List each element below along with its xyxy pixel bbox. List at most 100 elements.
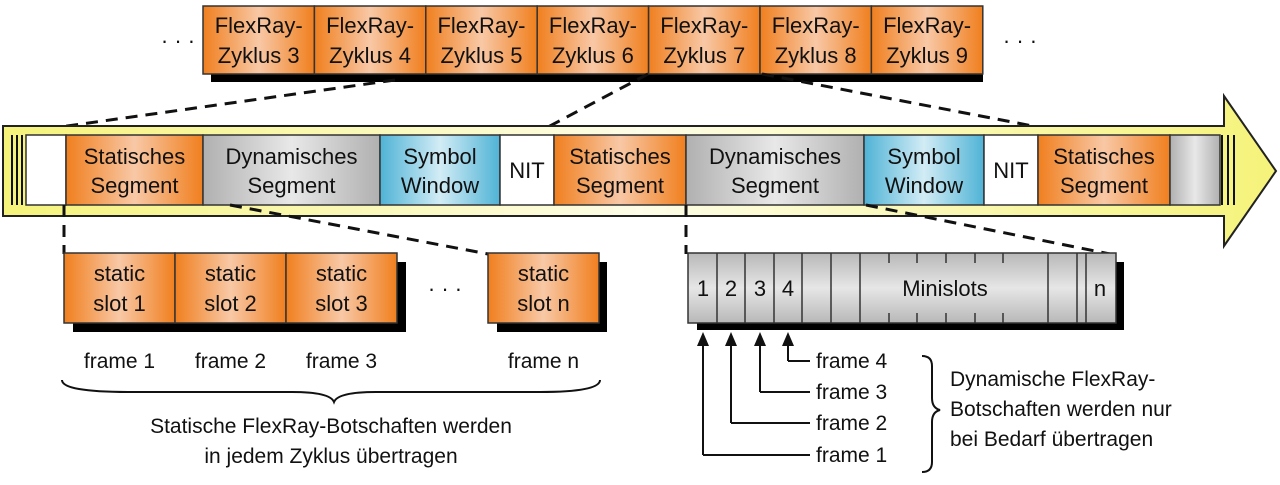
cycle-label-line2: Zyklus 6 xyxy=(552,43,634,68)
static-frame-label: frame n xyxy=(508,350,579,373)
dynamic-caption-line1: Dynamische FlexRay- xyxy=(950,368,1155,391)
dynamic-frame-label: frame 3 xyxy=(816,381,887,404)
cycle-label-line2: Zyklus 3 xyxy=(218,43,300,68)
static-caption-line2: in jedem Zyklus übertragen xyxy=(204,445,457,468)
minislot-number: 4 xyxy=(782,276,794,301)
static-frame-label: frame 2 xyxy=(195,350,266,373)
cycle-box: FlexRay- Zyklus 6 xyxy=(536,5,650,75)
dynamic-caption-line2: Botschaften werden nur xyxy=(950,398,1172,421)
segment-dynamic xyxy=(1169,134,1221,206)
segment-label-line1: Dynamisches xyxy=(709,144,841,169)
minislots-label: Minislots xyxy=(902,276,988,301)
segment-bg xyxy=(499,134,555,206)
cycle-box-bg xyxy=(870,5,984,75)
minislot-number: 2 xyxy=(725,276,737,301)
zoom-lines-segments xyxy=(62,203,1111,256)
segment-bg xyxy=(202,134,381,206)
cycle-label-line2: Zyklus 7 xyxy=(663,43,745,68)
cycle-box-bg xyxy=(759,5,873,75)
cycle-box: FlexRay-Zyklus 8 xyxy=(759,5,873,75)
segment-label-line2: Window xyxy=(401,173,479,198)
static-slot-bg xyxy=(174,252,287,324)
right-hatch-lines xyxy=(1221,135,1235,205)
segment-label-line2: Segment xyxy=(247,173,335,198)
cycle-label-line2: Zyklus 9 xyxy=(886,43,968,68)
segment-bg xyxy=(1037,134,1171,206)
frame-arrow-line xyxy=(730,340,810,424)
cycle-box: FlexRay-Zyklus 5 xyxy=(425,5,538,75)
static-frame-label: frame 1 xyxy=(84,350,155,373)
segment-bg xyxy=(65,134,204,206)
segment-bg xyxy=(1169,134,1221,206)
cycle-label-line1: FlexRay- xyxy=(215,13,303,38)
zoom-lines-cycle xyxy=(59,72,1039,129)
arrow-up-icon xyxy=(697,332,709,346)
static-slot-line1: static xyxy=(316,261,367,286)
segment-label: NIT xyxy=(509,158,544,183)
minislot-number: 3 xyxy=(754,276,766,301)
segment-white xyxy=(25,134,67,206)
static-slot-bg xyxy=(487,252,600,324)
segment-bg xyxy=(553,134,687,206)
minislot-number: 1 xyxy=(697,276,709,301)
left-hatch-lines xyxy=(11,135,23,205)
dynamic-frame-label: frame 4 xyxy=(816,350,888,373)
segment-label-line1: Statisches xyxy=(84,144,186,169)
minislots-bar xyxy=(687,252,1117,324)
arrow-up-icon xyxy=(725,332,737,346)
dynamic-caption-line3: bei Bedarf übertragen xyxy=(950,428,1153,451)
cycle-label-line1: FlexRay- xyxy=(549,13,637,38)
segment-bg xyxy=(379,134,501,206)
segment-label-line2: Segment xyxy=(576,173,664,198)
segment-label-line1: Symbol xyxy=(403,144,476,169)
cycle-box-bg xyxy=(425,5,538,75)
cycle-label-line1: FlexRay- xyxy=(883,13,971,38)
segment-label-line1: Statisches xyxy=(569,144,671,169)
segment-label-line2: Segment xyxy=(90,173,178,198)
static-brace xyxy=(61,379,601,405)
segment-label-line2: Segment xyxy=(731,173,819,198)
cycles-ellipsis-left: · · · xyxy=(161,28,195,53)
timeline-arrow: StatischesSegmentDynamischesSegmentSymbo… xyxy=(2,92,1278,250)
static-slot-line2: slot 1 xyxy=(93,291,146,316)
static-slots-ellipsis: · · · xyxy=(428,276,462,301)
segment-label-line2: Segment xyxy=(1060,173,1148,198)
segment-label-line1: Statisches xyxy=(1053,144,1155,169)
cycle-label-line2: Zyklus 4 xyxy=(329,43,411,68)
segment-label-line1: Dynamisches xyxy=(225,144,357,169)
segment-label-line2: Window xyxy=(885,173,963,198)
static-slot-line1: static xyxy=(205,261,256,286)
segment-label: NIT xyxy=(993,158,1028,183)
segment-bg xyxy=(25,134,67,206)
static-frame-label: frame 3 xyxy=(306,350,377,373)
cycle-box: FlexRay- Zyklus 7 xyxy=(647,5,761,75)
static-slot: static slot 2 xyxy=(174,252,287,324)
segment-nit: NIT xyxy=(983,134,1039,206)
segment-bg xyxy=(983,134,1039,206)
static-slot-line2: slot 2 xyxy=(204,291,257,316)
cycle-box: FlexRay- Zyklus 9 xyxy=(870,5,984,75)
segment-bg xyxy=(863,134,985,206)
cycle-row: · · · FlexRay- Zyklus 3 FlexRay- Zyklus 4 Fl… xyxy=(161,5,1037,82)
frame-arrow-line xyxy=(759,340,810,393)
static-caption-line1: Statische FlexRay-Botschaften werden xyxy=(150,415,512,438)
static-slot-line2: slot n xyxy=(517,291,570,316)
cycle-box-bg xyxy=(647,5,761,75)
cycle-label-line1: FlexRay- xyxy=(437,13,525,38)
minislot-n-label: n xyxy=(1094,276,1106,301)
cycle-box: FlexRay- Zyklus 3 xyxy=(202,5,316,75)
cycle-box-bg xyxy=(313,5,427,75)
dynamic-frame-label: frame 2 xyxy=(816,412,887,435)
cycle-label-line1: FlexRay- xyxy=(660,13,748,38)
arrow-up-icon xyxy=(754,332,766,346)
segment-bg xyxy=(685,134,865,206)
